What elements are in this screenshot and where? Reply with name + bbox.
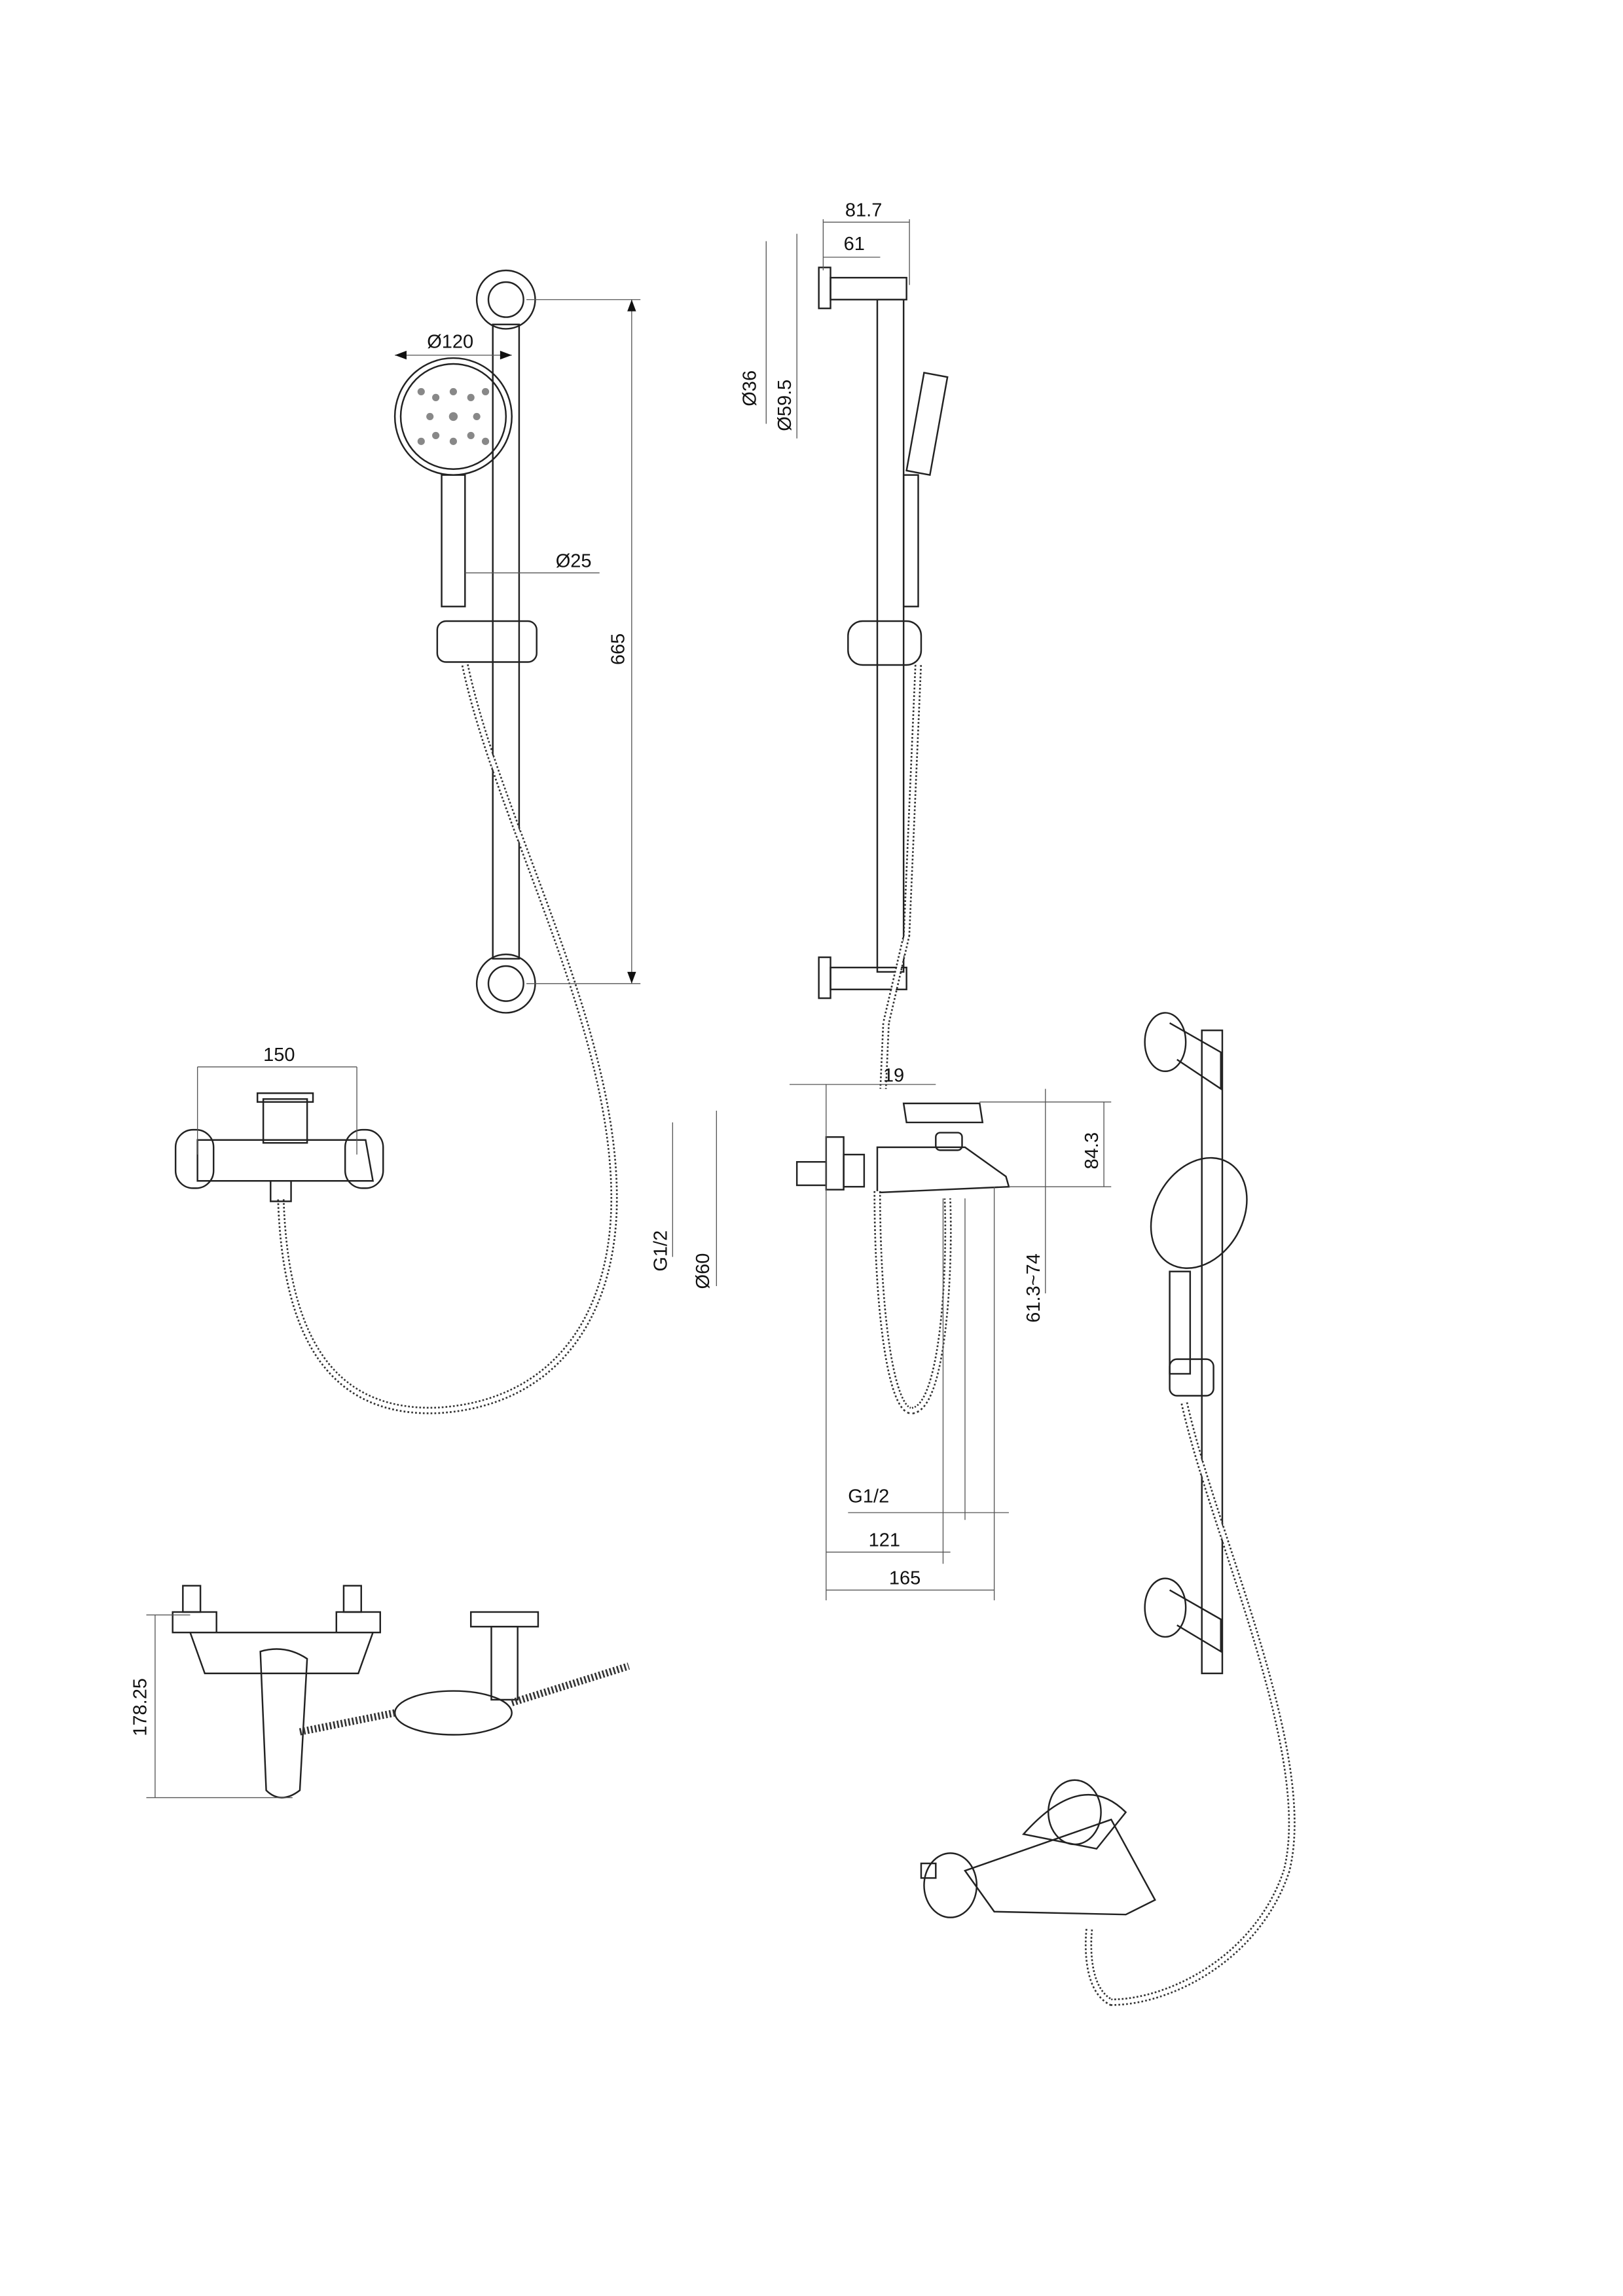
flange-diameter-label: Ø60	[693, 1253, 714, 1289]
bar-length-label: 665	[608, 634, 629, 665]
inlet-thread-label: G1/2	[650, 1230, 671, 1272]
side-view-shower-rail	[795, 266, 1010, 1414]
bar-offset-label: 61	[844, 234, 865, 255]
dimensions-front-view: Ø120 Ø25 665 150	[196, 299, 641, 1155]
dimensions-top-view: 178.25	[130, 1614, 293, 1799]
mixer-centers-label: 150	[263, 1045, 295, 1066]
bracket-depth-label: 81.7	[845, 200, 882, 221]
isometric-view	[920, 1012, 1296, 2006]
top-view-mixer	[172, 1585, 630, 1799]
spout-projection-label: 165	[889, 1568, 921, 1589]
dimensions-side-view: 81.7 61 Ø36 Ø59.5 19 G1/2 Ø60 84.3 61.3~…	[650, 200, 1112, 1601]
handshower-diameter-label: Ø120	[427, 331, 473, 352]
outlet-projection-label: 121	[869, 1530, 900, 1551]
front-view-shower-rail	[174, 269, 618, 1414]
handle-offset-label: 19	[883, 1065, 904, 1086]
overall-height-label: 178.25	[130, 1678, 151, 1736]
bracket-diameter-small-label: Ø36	[740, 370, 761, 406]
mixer-height-label: 84.3	[1082, 1132, 1103, 1169]
spout-height-label: 61.3~74	[1023, 1253, 1044, 1323]
handshower-face	[393, 357, 513, 476]
bar-diameter-label: Ø25	[556, 550, 592, 571]
outlet-thread-label: G1/2	[848, 1486, 889, 1507]
bracket-diameter-large-label: Ø59.5	[775, 380, 795, 431]
